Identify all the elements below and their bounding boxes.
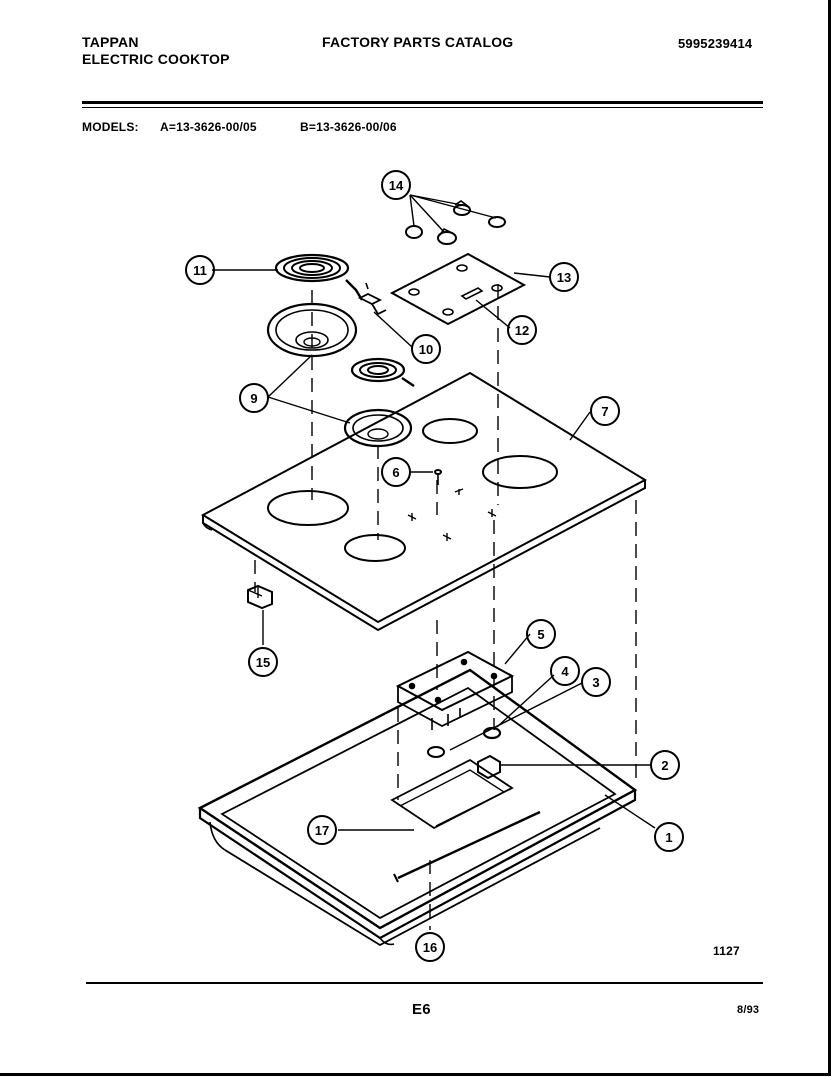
terminal-block [247,584,273,610]
figure-number: 1127 [713,944,740,958]
svg-text:9: 9 [250,391,257,406]
callout-17: 17 [307,815,337,845]
svg-text:2: 2 [661,758,668,773]
base-pan [197,668,638,947]
catalog-title: FACTORY PARTS CATALOG [322,34,514,50]
callout-6: 5 [526,619,556,649]
callout-1: 1 [654,822,684,852]
callout-13: 12 [507,315,537,345]
page-code: E6 [412,1001,431,1018]
callout-3: 16 [415,932,445,962]
callouts: 14 11 13 12 10 9 7 6 5 15 4 3 2 17 1 16 [185,170,684,962]
svg-text:3: 3 [592,675,599,690]
control-knobs [405,200,506,245]
svg-text:12: 12 [515,323,529,338]
svg-text:1: 1 [665,830,672,845]
callout-2: 2 [650,750,680,780]
callout-11: 11 [185,255,215,285]
part-number: 5995239414 [678,36,753,51]
callout-4: 3 [581,667,611,697]
mounting-bracket [395,650,515,730]
models-label: MODELS: [82,120,139,134]
model-a: A=13-3626-00/05 [160,120,257,134]
large-surface-element [274,253,364,301]
small-surface-element [350,357,415,387]
svg-text:15: 15 [256,655,270,670]
footer-rule [86,982,763,984]
callout-9: 7 [590,396,620,426]
callout-10: 9 [239,383,269,413]
small-drip-bowl [343,408,413,448]
callout-5: 4 [550,656,580,686]
svg-text:13: 13 [557,270,571,285]
svg-text:7: 7 [601,404,608,419]
svg-text:16: 16 [423,940,437,955]
svg-text:11: 11 [193,263,207,278]
screw [434,469,442,485]
product-name: ELECTRIC COOKTOP [82,51,230,67]
callout-16: 15 [248,647,278,677]
alignment-lines [254,284,637,930]
callout-7: 6 [381,457,411,487]
svg-text:6: 6 [392,465,399,480]
callout-12: 10 [411,334,441,364]
svg-text:5: 5 [537,627,544,642]
large-drip-bowl [266,302,358,358]
model-b: B=13-3626-00/06 [300,120,397,134]
inner-components [390,726,541,883]
svg-text:10: 10 [419,342,433,357]
switch-mounting-plate [389,252,527,326]
callout-15: 14 [381,170,411,200]
callout-14: 13 [549,262,579,292]
revision-date: 8/93 [737,1004,760,1016]
cooktop-top-panel [200,371,648,632]
brand-name: TAPPAN [82,34,139,50]
leader-lines [212,194,656,831]
svg-text:4: 4 [561,664,569,679]
svg-text:17: 17 [315,823,329,838]
header-rule-thin [82,107,763,108]
element-receptacle [357,282,387,316]
header-rule [82,101,763,104]
svg-text:14: 14 [389,178,404,193]
